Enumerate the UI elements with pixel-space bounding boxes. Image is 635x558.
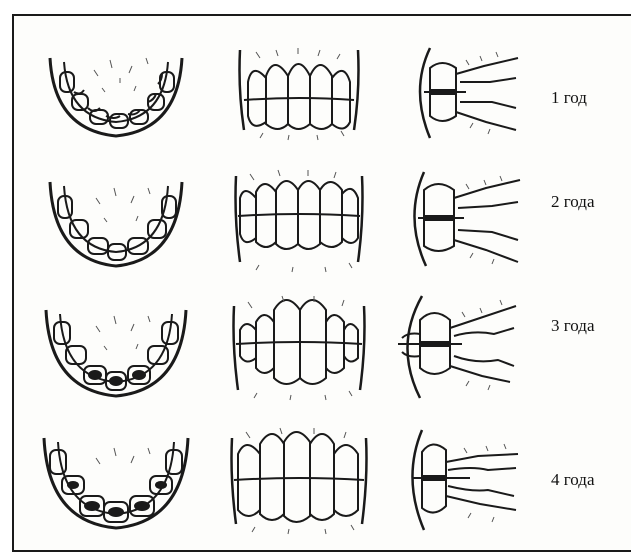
age-label-2: 2 года [551,192,635,212]
front-view-3 [226,286,372,406]
occlusal-view-2 [36,158,196,278]
front-view-2 [226,158,372,278]
front-view-4 [226,418,372,538]
age-label-3: 3 года [551,316,635,336]
age-label-4: 4 года [551,470,635,490]
side-view-4 [400,418,530,538]
side-view-3 [392,286,532,406]
occlusal-view-3 [36,286,196,406]
occlusal-view-4 [36,418,196,538]
side-view-2 [400,158,530,278]
occlusal-view-1 [36,30,196,150]
age-label-1: 1 год [551,88,635,108]
front-view-1 [226,30,372,150]
side-view-1 [400,30,530,150]
